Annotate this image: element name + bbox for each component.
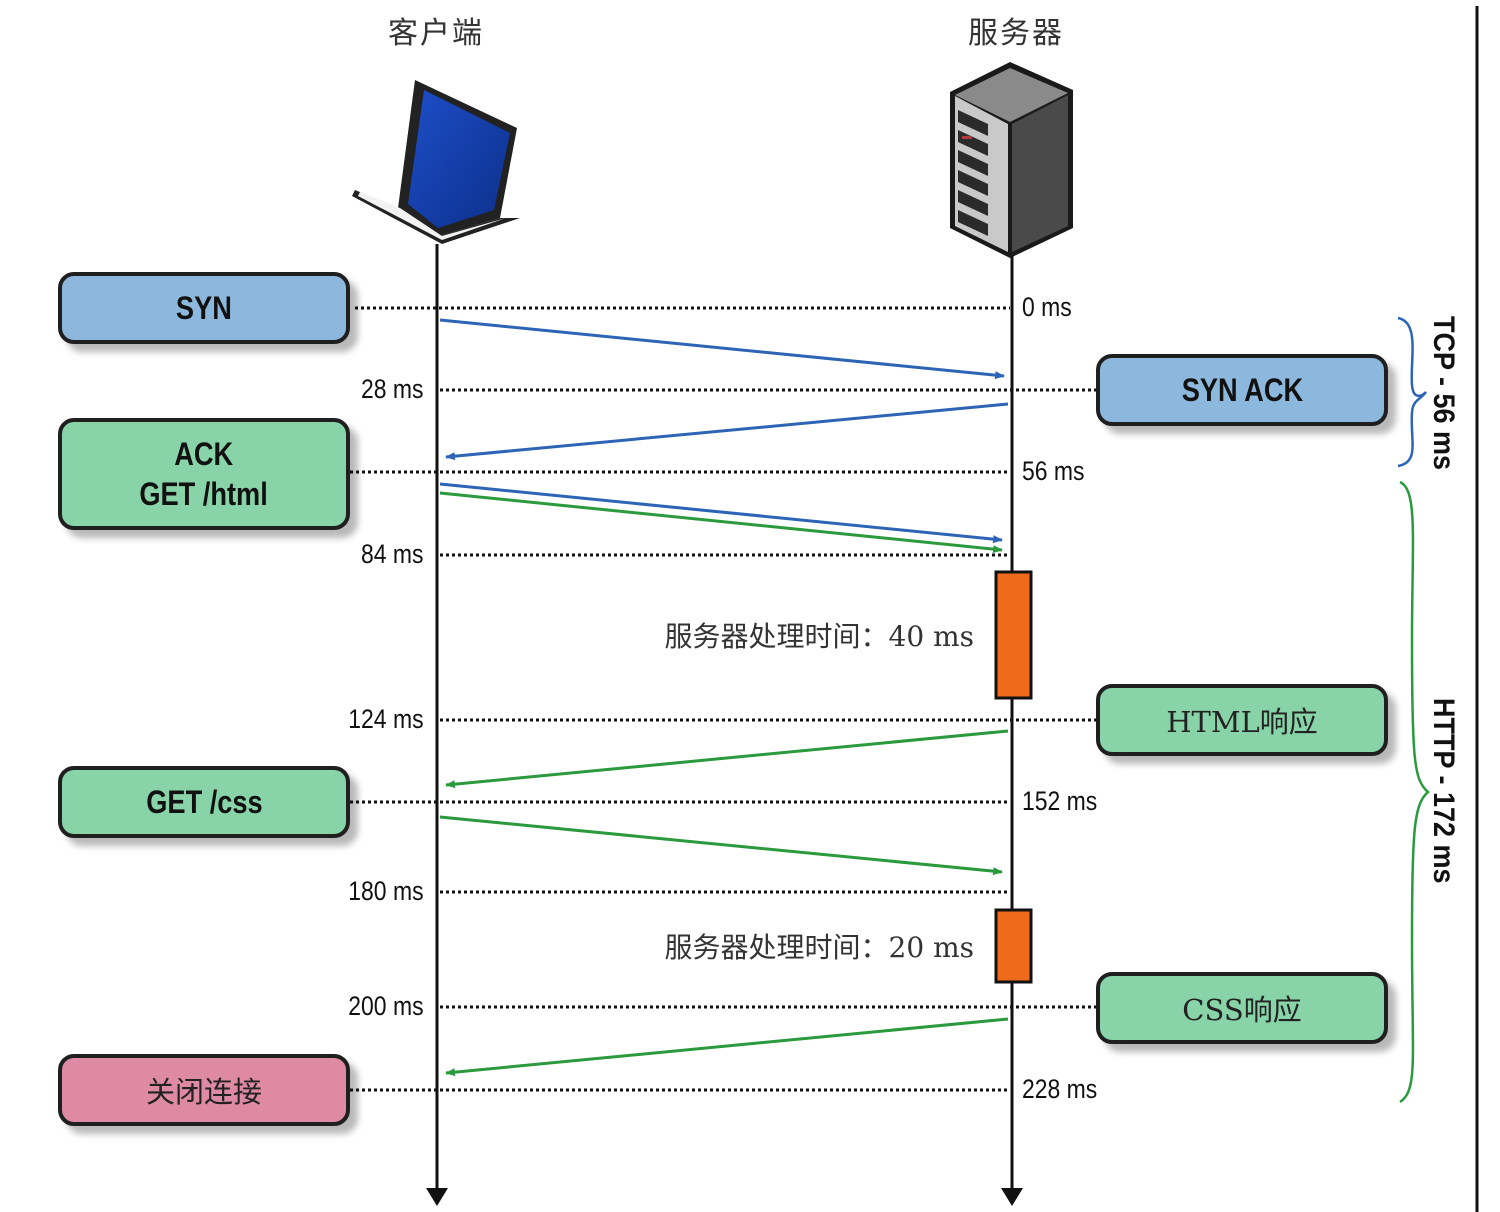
processing-time-css-label: 服务器处理时间：20 ms: [664, 931, 974, 964]
client-lifeline-arrowhead: [426, 1188, 448, 1206]
ack-get-html-box: ACK GET /html: [58, 418, 350, 530]
ack-label: ACK: [174, 436, 234, 472]
syn-box: SYN: [58, 272, 350, 344]
processing-time-html-label: 服务器处理时间：40 ms: [664, 620, 974, 653]
timestamp-56ms: 56 ms: [1022, 456, 1085, 486]
syn-ack-box: SYN ACK: [1096, 354, 1388, 426]
timestamp-228ms: 228 ms: [1022, 1074, 1098, 1104]
timestamp-28ms: 28 ms: [361, 374, 424, 404]
time-gridlines: [350, 306, 1096, 1092]
syn-label: SYN: [176, 290, 232, 326]
arrow-syn: [439, 318, 1005, 380]
css-response-label: CSS响应: [1182, 993, 1302, 1027]
processing-block-css: [994, 908, 1033, 984]
processing-block-html: [994, 570, 1033, 700]
get-html-label: GET /html: [139, 476, 269, 512]
arrow-ack: [439, 482, 1003, 544]
tcp-phase-label: TCP - 56 ms: [1427, 316, 1460, 471]
timestamp-0ms: 0 ms: [1022, 292, 1072, 322]
server-label: 服务器: [968, 16, 1064, 51]
tcp-brace: [1397, 316, 1427, 468]
get-css-box: GET /css: [58, 766, 350, 838]
arrow-get-css: [439, 815, 1003, 876]
get-css-label: GET /css: [145, 784, 263, 820]
css-response-box: CSS响应: [1096, 972, 1388, 1044]
timestamp-124ms: 124 ms: [348, 704, 424, 734]
timestamp-84ms: 84 ms: [361, 539, 424, 569]
server-lifeline-arrowhead: [1001, 1188, 1023, 1206]
html-response-label: HTML响应: [1166, 705, 1318, 739]
syn-ack-label: SYN ACK: [1181, 372, 1303, 408]
arrow-html-response: [445, 729, 1009, 789]
arrow-get-html: [439, 491, 1003, 554]
laptop-icon: [352, 80, 520, 244]
timestamp-180ms: 180 ms: [348, 876, 424, 906]
close-connection-box: 关闭连接: [58, 1054, 350, 1126]
http-brace: [1399, 480, 1430, 1104]
html-response-box: HTML响应: [1096, 684, 1388, 756]
arrow-syn-ack: [445, 402, 1009, 461]
timestamp-200ms: 200 ms: [348, 991, 424, 1021]
message-arrows: [439, 318, 1009, 1077]
server-icon: [950, 62, 1073, 258]
arrow-css-response: [445, 1017, 1009, 1077]
close-connection-label: 关闭连接: [145, 1075, 262, 1109]
client-label: 客户端: [388, 16, 484, 51]
http-phase-label: HTTP - 172 ms: [1427, 698, 1460, 884]
timestamp-152ms: 152 ms: [1022, 786, 1098, 816]
